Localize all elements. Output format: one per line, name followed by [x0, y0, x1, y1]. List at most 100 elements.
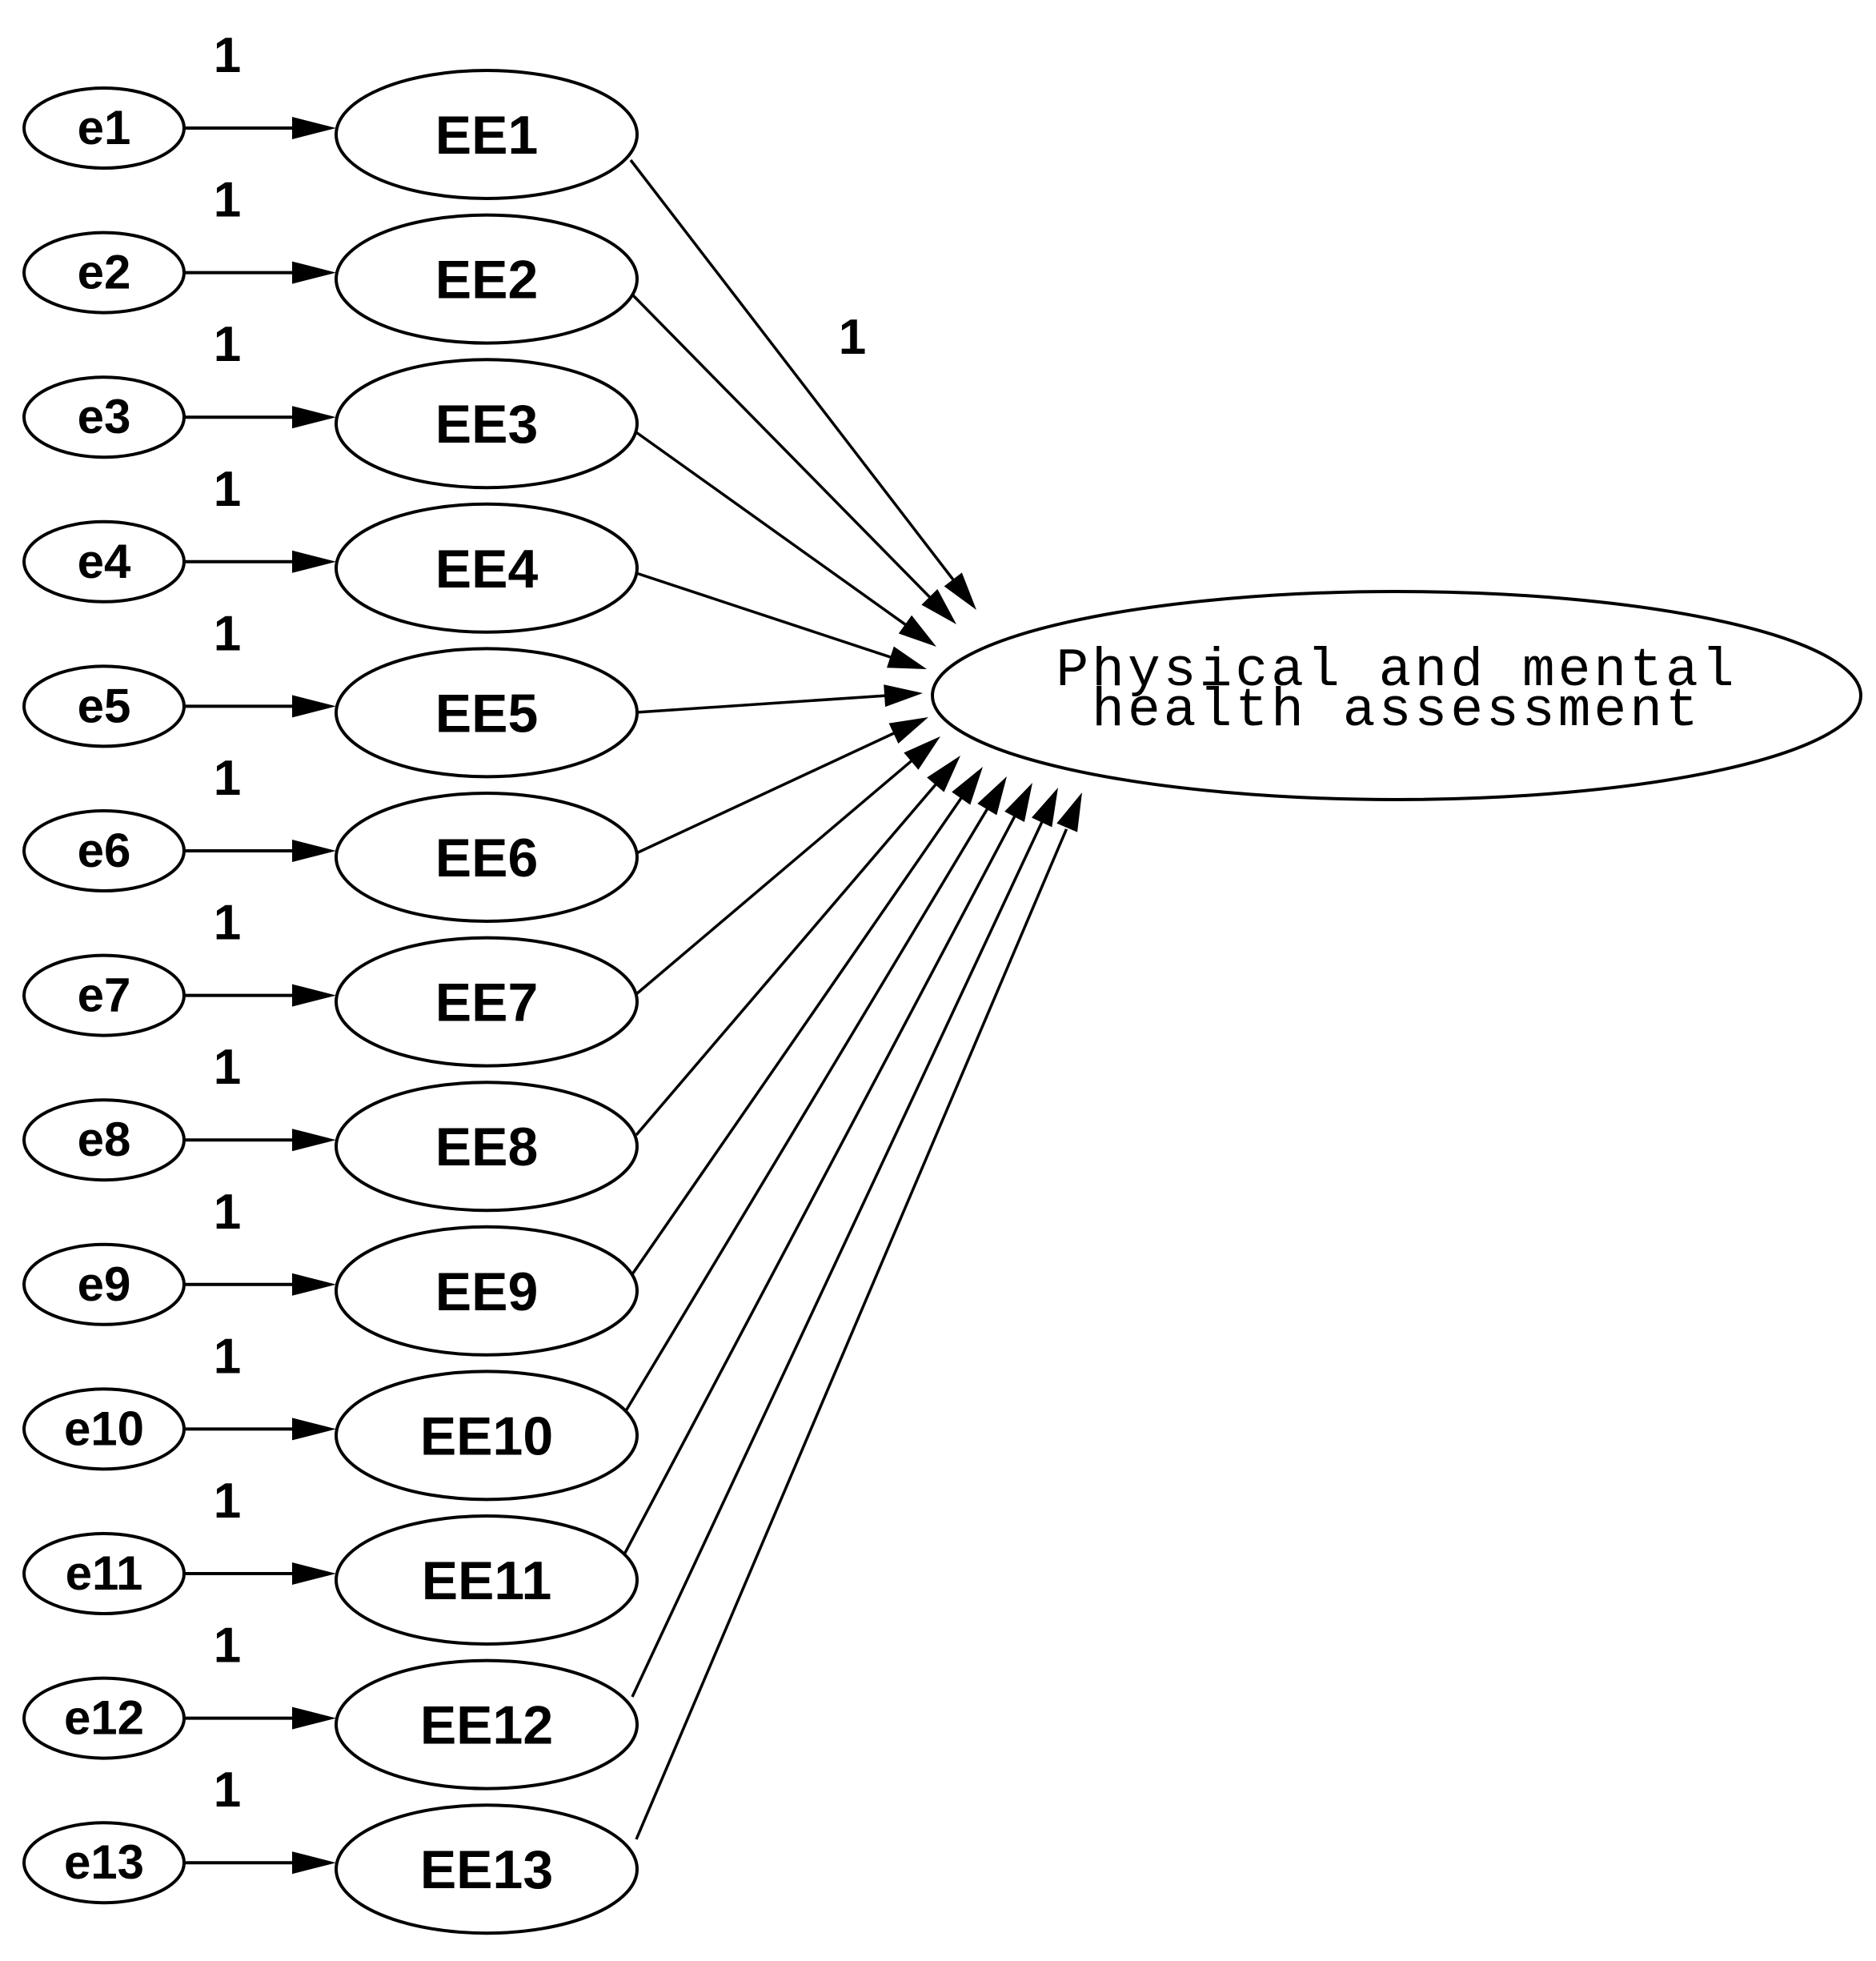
- loading-path: [629, 158, 966, 596]
- error-arrowhead: [292, 1706, 336, 1730]
- indicator-ellipse[interactable]: [335, 936, 639, 1068]
- loading-arrowhead: [927, 756, 960, 792]
- loading-arrowhead: [1031, 788, 1058, 828]
- loading-path: [635, 828, 1068, 1840]
- indicator-label: EE8: [435, 1117, 539, 1177]
- loading-arrowhead: [952, 767, 983, 805]
- error-arrowhead: [292, 261, 336, 284]
- indicator-label: EE12: [420, 1695, 553, 1756]
- loading-arrowhead: [887, 646, 927, 669]
- loading-arrowhead: [921, 588, 956, 624]
- latent-ellipse[interactable]: [931, 590, 1862, 801]
- error-label: e2: [78, 246, 131, 299]
- loading-path: [631, 293, 947, 614]
- indicator-ellipse[interactable]: [335, 502, 639, 634]
- indicator-label: EE3: [435, 394, 539, 455]
- loading-path: [635, 720, 919, 855]
- loading-paths: 1: [623, 158, 1082, 1840]
- error-label: e7: [78, 968, 131, 1022]
- loading-path: [635, 768, 951, 1137]
- error-weight-label: 1: [214, 751, 241, 806]
- latent-label-line-2: health assessment: [1092, 680, 1702, 742]
- error-weight-label: 1: [214, 317, 241, 372]
- loading-path: [623, 797, 995, 1414]
- error-arrowhead: [292, 1851, 336, 1875]
- loading-arrowhead: [1004, 783, 1032, 822]
- loading-path: [632, 429, 927, 640]
- indicator-ellipse[interactable]: [335, 647, 639, 779]
- indicator-ellipse[interactable]: [335, 1658, 639, 1791]
- indicator-ellipse[interactable]: [335, 1514, 639, 1646]
- indicator-label: EE1: [435, 105, 539, 166]
- indicator-label: EE11: [422, 1550, 552, 1611]
- error-label: e5: [78, 679, 131, 732]
- indicator-ellipse[interactable]: [335, 792, 639, 923]
- error-arrowhead: [292, 550, 336, 573]
- loading-arrowhead: [888, 717, 928, 744]
- indicator-ellipse[interactable]: [335, 1225, 639, 1357]
- error-weight-label: 1: [214, 1040, 241, 1095]
- latent-variable: Physical and mental health assessment: [931, 590, 1862, 801]
- indicator-label: EE13: [420, 1839, 553, 1900]
- loading-arrowhead: [904, 736, 940, 770]
- error-label: e4: [78, 535, 131, 588]
- loading-path: [635, 744, 931, 996]
- indicator-label: EE2: [435, 250, 539, 311]
- indicator-label: EE4: [435, 539, 539, 600]
- error-weight-label: 1: [214, 1618, 241, 1674]
- error-label: e13: [64, 1835, 144, 1889]
- indicator-label: EE9: [435, 1261, 539, 1322]
- indicator-ellipse[interactable]: [335, 358, 639, 490]
- error-arrowhead: [292, 1129, 336, 1152]
- error-arrowhead: [292, 1418, 336, 1441]
- indicator-ellipse[interactable]: [335, 1803, 639, 1935]
- error-label: e10: [64, 1402, 144, 1455]
- loading-arrowhead: [898, 615, 936, 647]
- loading-path: [635, 571, 917, 668]
- loading-arrowhead: [884, 684, 923, 708]
- error-weight-label: 1: [214, 606, 241, 661]
- loading-path: [635, 692, 913, 714]
- loading-arrowhead: [1056, 792, 1082, 832]
- indicator-ellipse[interactable]: [335, 69, 639, 200]
- loading-path: [623, 808, 1020, 1555]
- error-weight-label: 1: [214, 462, 241, 517]
- indicator-ellipse[interactable]: [335, 1081, 639, 1213]
- error-weight-label: 1: [214, 173, 241, 228]
- error-weight-label: 1: [214, 1474, 241, 1529]
- indicator-label: EE5: [435, 683, 539, 744]
- error-label: e8: [78, 1113, 131, 1166]
- error-weight-label: 1: [214, 1185, 241, 1240]
- error-weight-label: 1: [214, 1329, 241, 1384]
- loading-path: [631, 784, 972, 1275]
- indicator-ellipse[interactable]: [335, 213, 639, 345]
- latent-label-line-1: Physical and mental: [1056, 640, 1737, 702]
- error-label: e6: [78, 824, 131, 877]
- loading-arrowhead: [977, 776, 1007, 816]
- error-arrowhead: [292, 406, 336, 429]
- indicator-ellipse[interactable]: [335, 1369, 639, 1502]
- error-label: e11: [66, 1546, 143, 1600]
- error-label: e1: [78, 101, 131, 154]
- error-arrowhead: [292, 840, 336, 862]
- indicator-label: EE6: [435, 828, 539, 888]
- indicator-label: EE7: [435, 972, 539, 1033]
- error-arrowhead: [292, 1562, 336, 1585]
- error-weight-label: 1: [214, 896, 241, 951]
- loading-arrowhead: [944, 572, 976, 610]
- error-arrowhead: [292, 695, 336, 718]
- indicator-label: EE10: [420, 1406, 553, 1466]
- error-arrowhead: [292, 984, 336, 1007]
- error-label: e12: [64, 1691, 144, 1745]
